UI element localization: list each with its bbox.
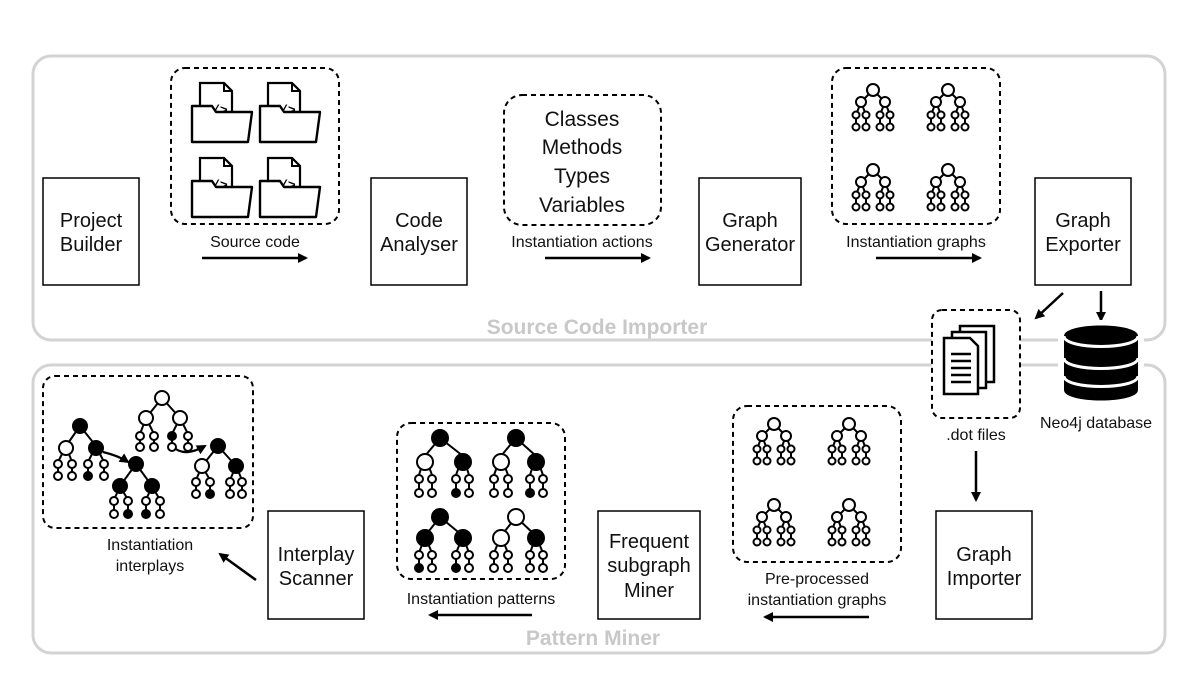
interplay-scanner-box: Interplay Scanner <box>267 510 365 620</box>
graph-generator-box: Graph Generator <box>698 177 802 286</box>
instantiation-graphs-label: Instantiation graphs <box>846 234 986 251</box>
preprocessed-graphs-group <box>732 405 902 563</box>
arrow-interplays <box>218 552 257 582</box>
interplays-label-line2: interplays <box>116 558 184 575</box>
svg-text:Scanner: Scanner <box>279 568 354 590</box>
neo4j-database <box>1056 318 1146 408</box>
instantiation-actions-group: Classes Methods Types Variables <box>503 94 662 226</box>
svg-text:Project: Project <box>60 210 123 232</box>
instantiation-patterns-label: Instantiation patterns <box>407 591 556 608</box>
tree-graph-icon <box>926 83 970 132</box>
code-analyser-box: Code Analyser <box>370 177 468 286</box>
svg-text:Graph: Graph <box>1055 210 1111 232</box>
document-stack-icon <box>942 324 996 396</box>
pattern-miner-panel <box>31 363 1167 655</box>
source-code-group <box>170 67 340 225</box>
folder-code-icon <box>190 156 254 219</box>
dot-files-label: .dot files <box>946 427 1006 444</box>
instantiation-patterns-group <box>396 422 566 580</box>
tree-graph-icon <box>851 83 895 132</box>
graph-importer-box: Graph Importer <box>935 510 1033 620</box>
source-code-importer-panel <box>31 54 1167 342</box>
preprocessed-label-line2: instantiation graphs <box>748 592 887 609</box>
svg-text:Code: Code <box>395 210 443 232</box>
tree-graph-icon <box>827 498 871 547</box>
svg-text:Builder: Builder <box>60 234 123 256</box>
svg-text:Variables: Variables <box>539 194 625 217</box>
folder-code-icon <box>258 156 322 219</box>
svg-text:Graph: Graph <box>956 544 1012 566</box>
project-builder-box: Project Builder <box>42 177 140 286</box>
database-icon <box>1056 318 1146 408</box>
miner-title: Pattern Miner <box>526 627 660 650</box>
svg-text:Classes: Classes <box>545 108 620 131</box>
svg-text:Importer: Importer <box>947 568 1022 590</box>
svg-text:subgraph: subgraph <box>607 555 690 577</box>
svg-text:Methods: Methods <box>542 136 623 159</box>
svg-text:Types: Types <box>554 165 610 188</box>
svg-text:Generator: Generator <box>705 234 795 256</box>
folder-code-icon <box>190 81 254 144</box>
importer-title: Source Code Importer <box>487 316 708 339</box>
dot-files-group <box>931 309 1021 419</box>
instantiation-actions-label: Instantiation actions <box>511 234 652 251</box>
tree-graph-icon <box>827 417 871 466</box>
tree-graph-icon <box>851 163 895 212</box>
svg-text:Frequent: Frequent <box>609 531 689 553</box>
frequent-subgraph-miner-box: Frequent subgraph Miner <box>597 510 701 620</box>
instantiation-graphs-group <box>831 67 1001 225</box>
preprocessed-label-line1: Pre-processed <box>765 571 869 588</box>
tree-graph-icon <box>926 163 970 212</box>
svg-text:Interplay: Interplay <box>278 544 355 566</box>
source-code-label: Source code <box>210 234 300 251</box>
svg-text:Miner: Miner <box>624 580 674 602</box>
neo4j-label: Neo4j database <box>1040 415 1152 432</box>
folder-code-icon <box>258 81 322 144</box>
svg-text:Analyser: Analyser <box>380 234 458 256</box>
svg-text:Exporter: Exporter <box>1045 234 1121 256</box>
instantiation-interplays-group <box>42 375 254 529</box>
tree-graph-icon <box>752 417 796 466</box>
graph-exporter-box: Graph Exporter <box>1034 177 1132 286</box>
tree-graph-icon <box>752 498 796 547</box>
interplays-label-line1: Instantiation <box>107 537 193 554</box>
arrow-to-dot-files <box>1034 292 1064 320</box>
svg-text:Graph: Graph <box>722 210 778 232</box>
